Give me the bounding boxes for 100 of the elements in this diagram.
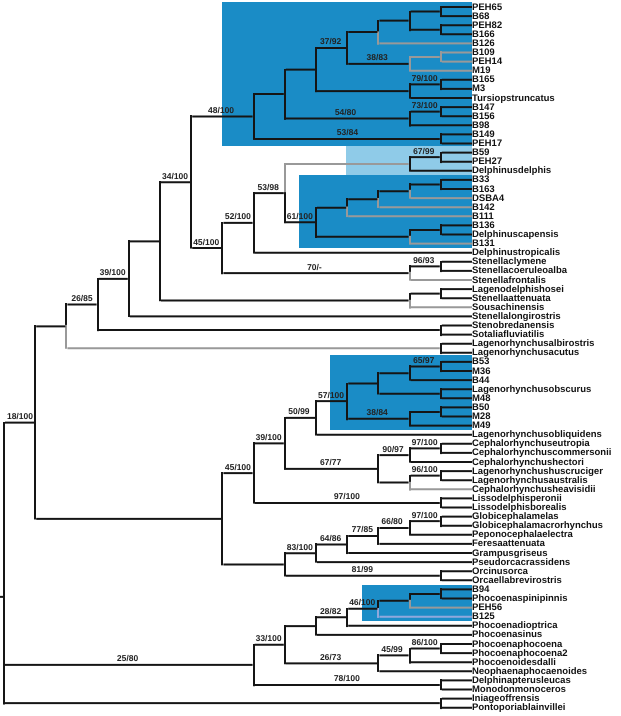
node-bar bbox=[408, 56, 411, 72]
taxon-label: Cephalorhynchusheavisidii bbox=[472, 484, 596, 494]
branch-line bbox=[130, 315, 472, 318]
node-bar bbox=[252, 93, 255, 140]
branch-line bbox=[442, 106, 472, 108]
taxon-label: Pontoporiablainvillei bbox=[472, 703, 566, 712]
branch-line bbox=[317, 543, 346, 546]
node-bar bbox=[408, 228, 411, 245]
taxon-label: B156 bbox=[472, 112, 495, 121]
node-bar bbox=[440, 152, 442, 163]
branch-line bbox=[442, 6, 472, 8]
branch-line bbox=[410, 110, 440, 113]
branch-line bbox=[286, 68, 315, 71]
branch-line bbox=[379, 20, 409, 22]
taxon-label: Stenobredanensis bbox=[472, 321, 554, 330]
branch-line bbox=[442, 406, 472, 408]
branch-line bbox=[410, 661, 472, 664]
branch-line bbox=[36, 325, 66, 328]
branch-line bbox=[442, 388, 472, 390]
taxon-label: B109 bbox=[472, 48, 495, 57]
branch-line bbox=[317, 434, 472, 436]
branch-line bbox=[410, 606, 472, 609]
branch-line bbox=[410, 242, 472, 245]
branch-line bbox=[442, 78, 472, 81]
branch-line bbox=[379, 616, 472, 618]
branch-line bbox=[379, 454, 409, 456]
taxon-label: Orcinusorca bbox=[472, 566, 528, 576]
support-value: 34/100 bbox=[162, 172, 188, 180]
node-bar bbox=[408, 520, 411, 536]
support-value: 66/80 bbox=[381, 517, 403, 526]
branch-line bbox=[442, 452, 472, 454]
branch-line bbox=[442, 470, 472, 472]
node-bar bbox=[221, 472, 224, 566]
node-bar bbox=[440, 698, 442, 709]
branch-line bbox=[379, 190, 409, 192]
support-value: 70/- bbox=[307, 262, 322, 271]
branch-line bbox=[317, 90, 409, 92]
branch-line bbox=[379, 600, 409, 602]
branch-line bbox=[0, 596, 3, 598]
branch-line bbox=[130, 240, 159, 242]
taxon-label: B142 bbox=[472, 202, 495, 212]
branch-line bbox=[442, 152, 472, 154]
node-bar bbox=[252, 192, 255, 254]
branch-line bbox=[5, 422, 34, 424]
branch-line bbox=[348, 198, 378, 200]
branch-line bbox=[442, 516, 472, 518]
branch-line bbox=[348, 215, 472, 218]
taxon-label: M36 bbox=[472, 366, 490, 376]
branch-line bbox=[442, 60, 472, 63]
support-value: 54/80 bbox=[334, 108, 356, 116]
branch-line bbox=[410, 28, 440, 31]
branch-line bbox=[442, 24, 472, 26]
branch-line bbox=[223, 564, 284, 566]
taxon-label: B126 bbox=[472, 38, 495, 48]
support-value: 64/86 bbox=[320, 534, 342, 542]
node-bar bbox=[346, 608, 348, 627]
node-bar bbox=[408, 265, 411, 281]
branch-line bbox=[5, 664, 253, 666]
node-bar bbox=[377, 190, 380, 208]
branch-line bbox=[442, 270, 472, 272]
node-bar bbox=[440, 106, 442, 118]
support-value: 67/77 bbox=[320, 458, 342, 466]
node-bar bbox=[221, 222, 224, 274]
node-bar bbox=[440, 342, 442, 354]
branch-line bbox=[379, 372, 409, 374]
taxon-label: Lissodelphisperonii bbox=[472, 494, 562, 503]
branch-line bbox=[410, 156, 440, 158]
branch-line bbox=[442, 33, 472, 36]
branch-line bbox=[442, 479, 472, 482]
taxon-label: Monodonmonoceros bbox=[472, 685, 566, 694]
taxon-label: M48 bbox=[472, 394, 490, 403]
node-bar bbox=[252, 442, 255, 504]
taxon-label: Lagenorhynchusobliquidens bbox=[472, 430, 602, 440]
taxon-label: Cephalorhynchuscommersonii bbox=[472, 448, 612, 458]
support-value: 52/100 bbox=[224, 212, 251, 220]
branch-line bbox=[286, 625, 315, 628]
support-value: 25/80 bbox=[116, 654, 138, 662]
branch-line bbox=[317, 206, 346, 209]
node-bar bbox=[440, 406, 442, 418]
branch-line bbox=[286, 662, 378, 664]
branch-line bbox=[410, 306, 472, 308]
branch-line bbox=[410, 265, 440, 268]
support-value: 83/100 bbox=[286, 542, 313, 551]
branch-line bbox=[410, 279, 472, 281]
taxon-label: M19 bbox=[472, 66, 490, 76]
node-bar bbox=[346, 198, 348, 218]
branch-line bbox=[410, 70, 472, 72]
support-value: 86/100 bbox=[412, 638, 438, 646]
branch-line bbox=[223, 272, 409, 274]
branch-line bbox=[442, 52, 472, 54]
branch-line bbox=[410, 83, 440, 86]
taxon-label: PEH14 bbox=[472, 57, 502, 66]
branch-line bbox=[410, 124, 472, 126]
branch-line bbox=[410, 447, 440, 450]
node-bar bbox=[408, 474, 411, 490]
branch-line bbox=[379, 670, 472, 672]
branch-line bbox=[5, 702, 440, 704]
taxon-label: Phocoenaphocoena2 bbox=[472, 648, 568, 658]
taxon-label: B94 bbox=[472, 584, 490, 594]
taxon-label: PEH56 bbox=[472, 603, 502, 612]
